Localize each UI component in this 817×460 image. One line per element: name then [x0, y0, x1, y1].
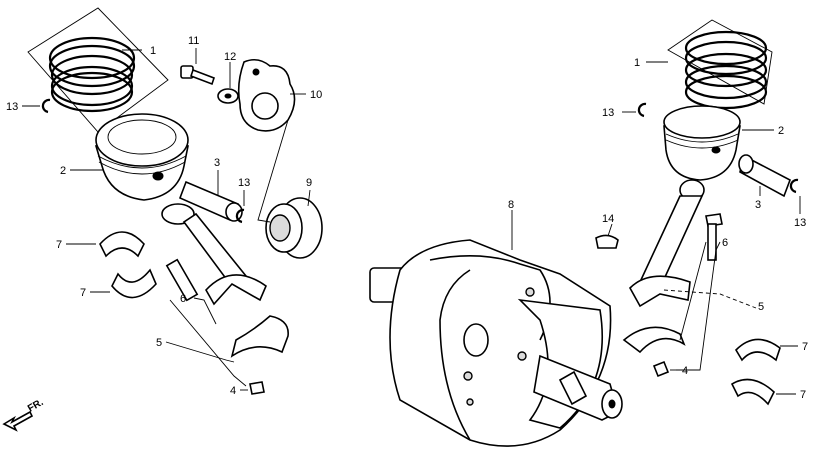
- snap-ring-right-upper: [637, 102, 647, 118]
- callout-7: 7: [802, 341, 808, 353]
- callout-4: 4: [230, 385, 236, 397]
- bearing-left-upper: [99, 231, 145, 258]
- piston-ring-set-right: [667, 19, 773, 110]
- callout-2: 2: [778, 125, 784, 137]
- rod-cap-left: [230, 315, 289, 358]
- front-label: FR.: [26, 397, 46, 415]
- callout-12: 12: [224, 51, 236, 63]
- snap-ring-left-lower: [235, 208, 245, 224]
- bearing-right-upper: [734, 338, 781, 362]
- callout-9: 9: [306, 177, 312, 189]
- connecting-rod-right: [629, 179, 705, 308]
- connecting-rod-left: [161, 203, 267, 306]
- callout-3: 3: [755, 199, 761, 211]
- callout-11: 11: [188, 35, 199, 47]
- callout-3: 3: [214, 157, 220, 169]
- callout-5: 5: [758, 301, 764, 313]
- piston-ring-set-left: [27, 7, 169, 133]
- piston-right: [663, 105, 741, 181]
- piston-left: [94, 113, 189, 201]
- rod-nut-right: [652, 360, 670, 378]
- callout-1: 1: [150, 45, 156, 57]
- callout-7: 7: [800, 389, 806, 401]
- callout-7: 7: [80, 287, 86, 299]
- callout-6: 6: [180, 293, 186, 305]
- woodruff-key: [595, 234, 619, 249]
- callout-5: 5: [156, 337, 162, 349]
- callout-10: 10: [310, 89, 322, 101]
- front-direction-arrow: FR.: [2, 397, 46, 432]
- crankshaft: [369, 239, 623, 447]
- rod-bolt-right: [705, 213, 723, 261]
- snap-ring-left-upper: [41, 98, 51, 114]
- callout-13: 13: [238, 177, 250, 189]
- callout-7: 7: [56, 239, 62, 251]
- callout-4: 4: [682, 365, 688, 377]
- lock-plate: [237, 58, 296, 132]
- callout-8: 8: [508, 199, 514, 211]
- callout-6: 6: [722, 237, 728, 249]
- piston-pin-left: [178, 180, 243, 222]
- callout-2: 2: [60, 165, 66, 177]
- bearing-right-lower: [730, 378, 775, 406]
- bearing-left-lower: [111, 268, 157, 299]
- callout-13: 13: [6, 101, 18, 113]
- washer: [217, 88, 239, 104]
- callout-14: 14: [602, 213, 614, 225]
- callout-1: 1: [634, 57, 640, 69]
- rod-cap-right: [622, 326, 686, 354]
- primary-drive-gear: [265, 197, 323, 259]
- bolt: [180, 65, 216, 86]
- callout-13: 13: [794, 217, 806, 229]
- snap-ring-right-lower: [789, 178, 799, 194]
- piston-pin-right: [738, 154, 791, 198]
- rod-nut-left: [249, 381, 265, 395]
- callout-13: 13: [602, 107, 614, 119]
